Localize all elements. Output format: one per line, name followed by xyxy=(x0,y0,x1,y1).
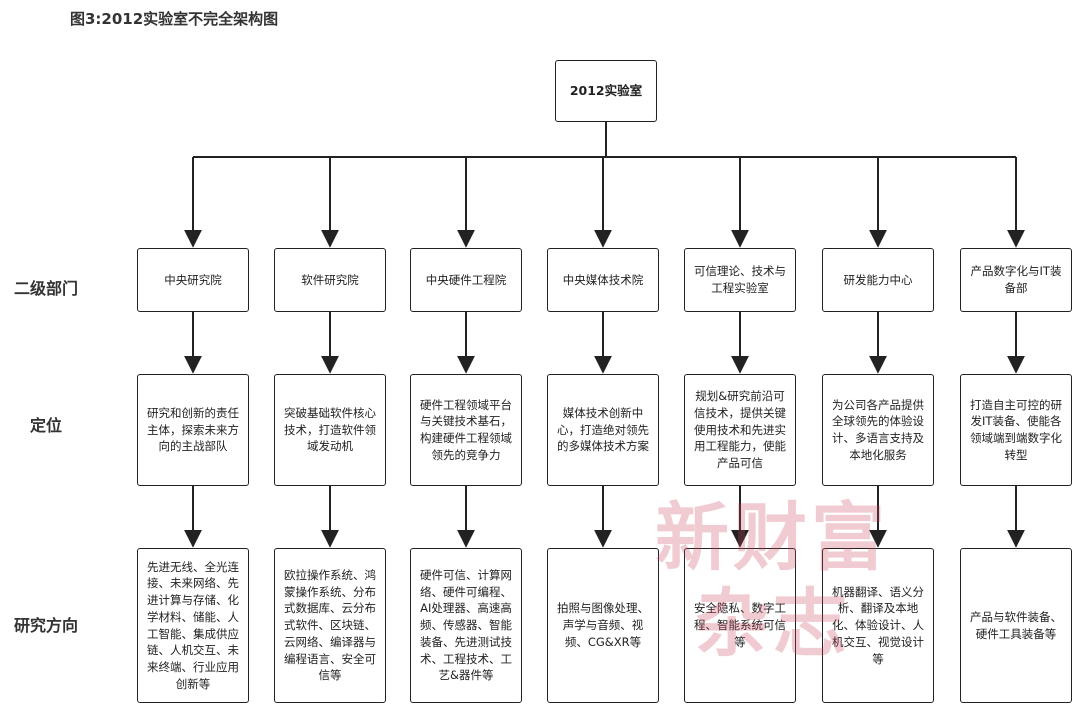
root-node: 2012实验室 xyxy=(555,60,657,122)
research-box: 先进无线、全光连接、未来网络、先进计算与存储、化学材料、储能、人工智能、集成供应… xyxy=(137,548,249,703)
research-box: 硬件可信、计算网络、硬件可编程、AI处理器、高速高频、传感器、智能装备、先进测试… xyxy=(410,548,522,703)
position-box: 媒体技术创新中心，打造绝对领先的多媒体技术方案 xyxy=(547,374,659,486)
dept-box: 软件研究院 xyxy=(274,248,386,312)
dept-box: 中央媒体技术院 xyxy=(547,248,659,312)
dept-box: 中央硬件工程院 xyxy=(410,248,522,312)
position-box: 规划&研究前沿可信技术，提供关键使用技术和先进实用工程能力，使能产品可信 xyxy=(684,374,796,486)
row-label-research: 研究方向 xyxy=(13,616,78,635)
research-box: 安全隐私、数字工程、智能系统可信等 xyxy=(684,548,796,703)
position-box: 硬件工程领域平台与关键技术基石，构建硬件工程领域领先的竞争力 xyxy=(410,374,522,486)
dept-box: 产品数字化与IT装备部 xyxy=(960,248,1072,312)
position-box: 为公司各产品提供全球领先的体验设计、多语言支持及本地化服务 xyxy=(822,374,934,486)
research-box: 欧拉操作系统、鸿蒙操作系统、分布式数据库、云分布式软件、区块链、云网络、编译器与… xyxy=(274,548,386,703)
row-label-position: 定位 xyxy=(29,416,62,435)
research-box: 拍照与图像处理、声学与音频、视频、CG&XR等 xyxy=(547,548,659,703)
row-label-dept: 二级部门 xyxy=(13,279,78,298)
dept-box: 研发能力中心 xyxy=(822,248,934,312)
dept-box: 中央研究院 xyxy=(137,248,249,312)
position-box: 打造自主可控的研发IT装备、使能各领域端到端数字化转型 xyxy=(960,374,1072,486)
research-box: 产品与软件装备、硬件工具装备等 xyxy=(960,548,1072,703)
position-box: 突破基础软件核心技术，打造软件领域发动机 xyxy=(274,374,386,486)
research-box: 机器翻译、语义分析、翻译及本地化、体验设计、人机交互、视觉设计等 xyxy=(822,548,934,703)
dept-box: 可信理论、技术与工程实验室 xyxy=(684,248,796,312)
diagram-title: 图3:2012实验室不完全架构图 xyxy=(70,10,279,28)
position-box: 研究和创新的责任主体，探索未来方向的主战部队 xyxy=(137,374,249,486)
